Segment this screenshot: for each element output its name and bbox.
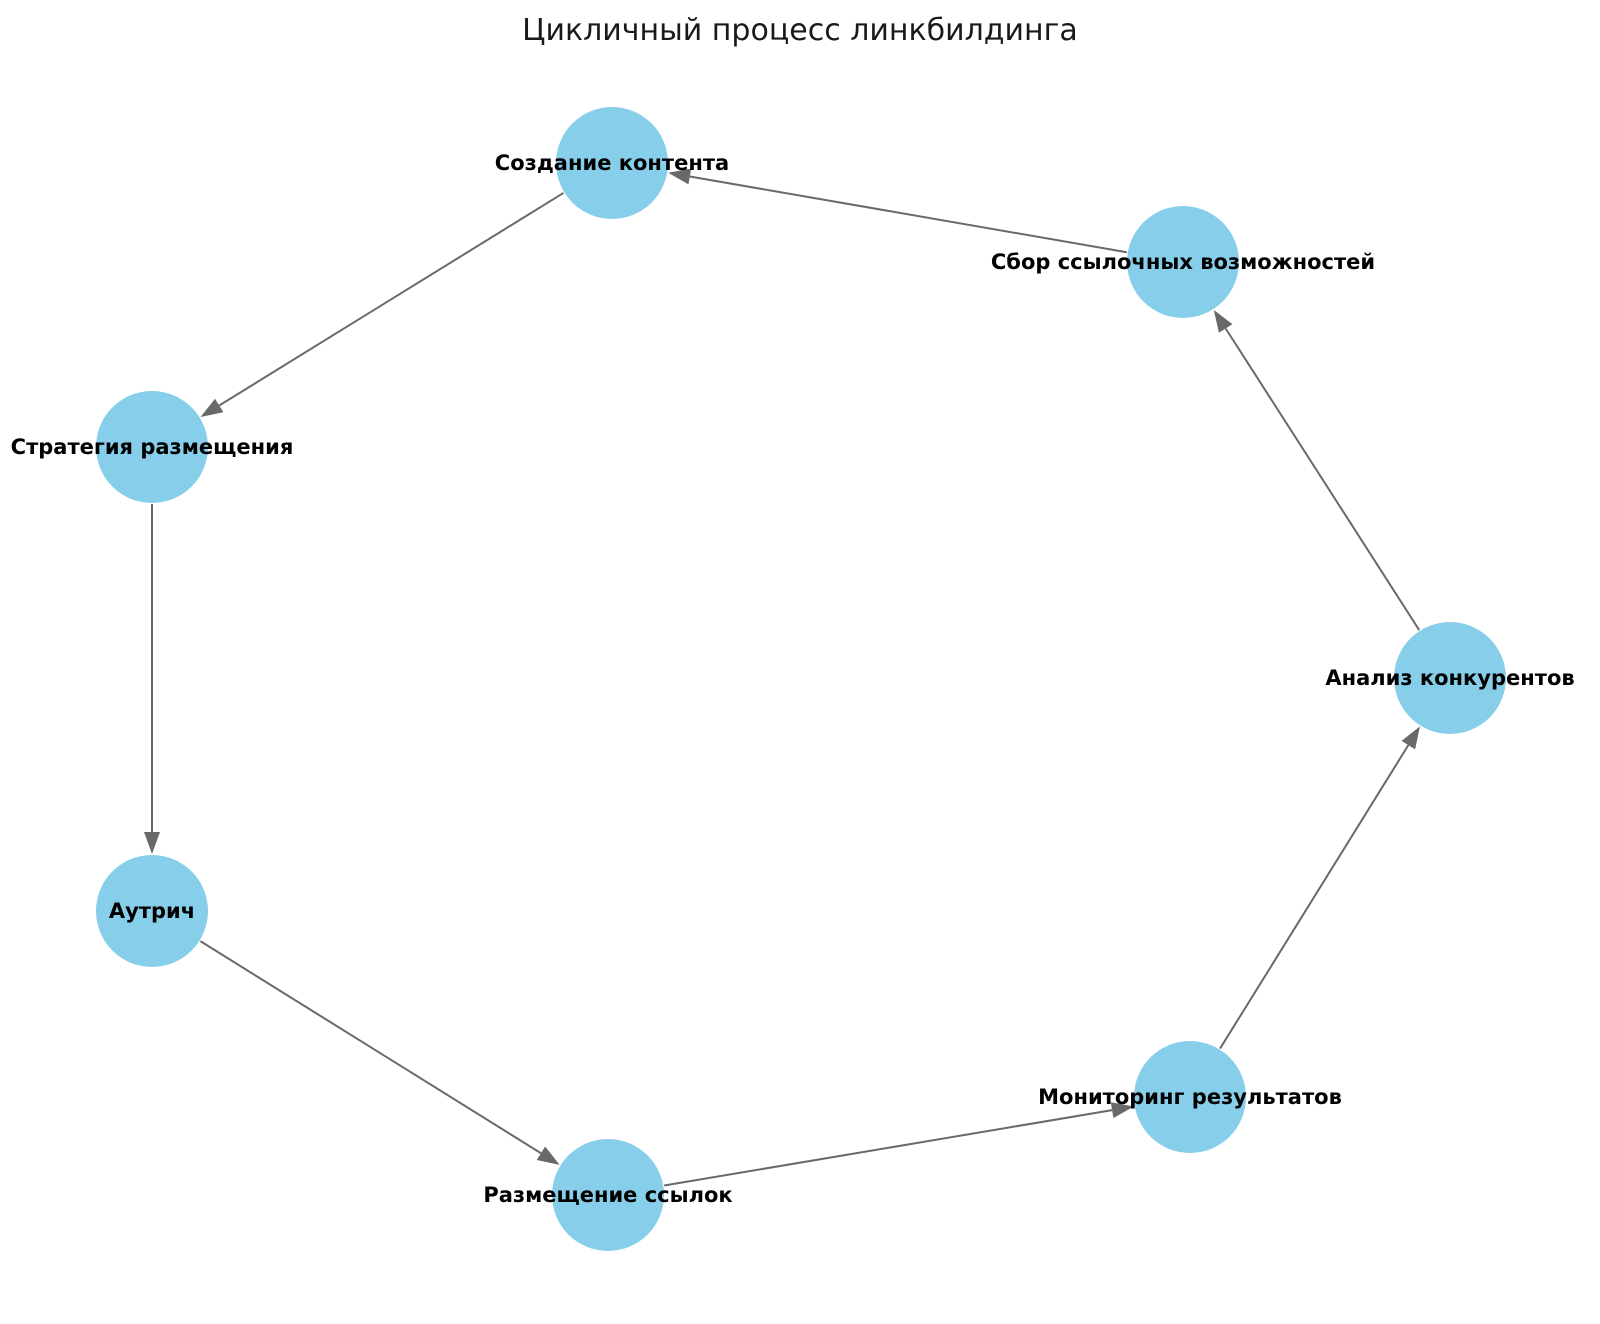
- node-placement[interactable]: [552, 1139, 664, 1251]
- edge-analysis-to-collect: [1224, 327, 1421, 631]
- edges-layer: [144, 168, 1421, 1187]
- node-outreach[interactable]: [96, 855, 208, 967]
- arrowhead-strategy-to-outreach: [144, 832, 160, 854]
- node-strategy[interactable]: [96, 391, 208, 503]
- node-content[interactable]: [556, 107, 668, 219]
- arrowhead-placement-to-monitoring: [1110, 1102, 1134, 1119]
- edge-collect-to-content: [689, 175, 1128, 254]
- arrowhead-analysis-to-collect: [1213, 309, 1233, 333]
- arrowhead-content-to-strategy: [200, 398, 224, 418]
- edge-placement-to-monitoring: [664, 1109, 1113, 1187]
- nodes-layer: [96, 107, 1506, 1251]
- edge-outreach-to-placement: [199, 940, 542, 1155]
- node-analysis[interactable]: [1394, 622, 1506, 734]
- arrowhead-monitoring-to-analysis: [1401, 726, 1420, 750]
- arrowhead-collect-to-content: [668, 168, 692, 185]
- arrowhead-outreach-to-placement: [536, 1146, 560, 1165]
- node-monitoring[interactable]: [1134, 1041, 1246, 1153]
- edge-content-to-strategy: [218, 192, 565, 407]
- edge-monitoring-to-analysis: [1219, 744, 1410, 1050]
- page-title: Цикличный процесс линкбилдинга: [522, 13, 1078, 48]
- node-collect[interactable]: [1127, 206, 1239, 318]
